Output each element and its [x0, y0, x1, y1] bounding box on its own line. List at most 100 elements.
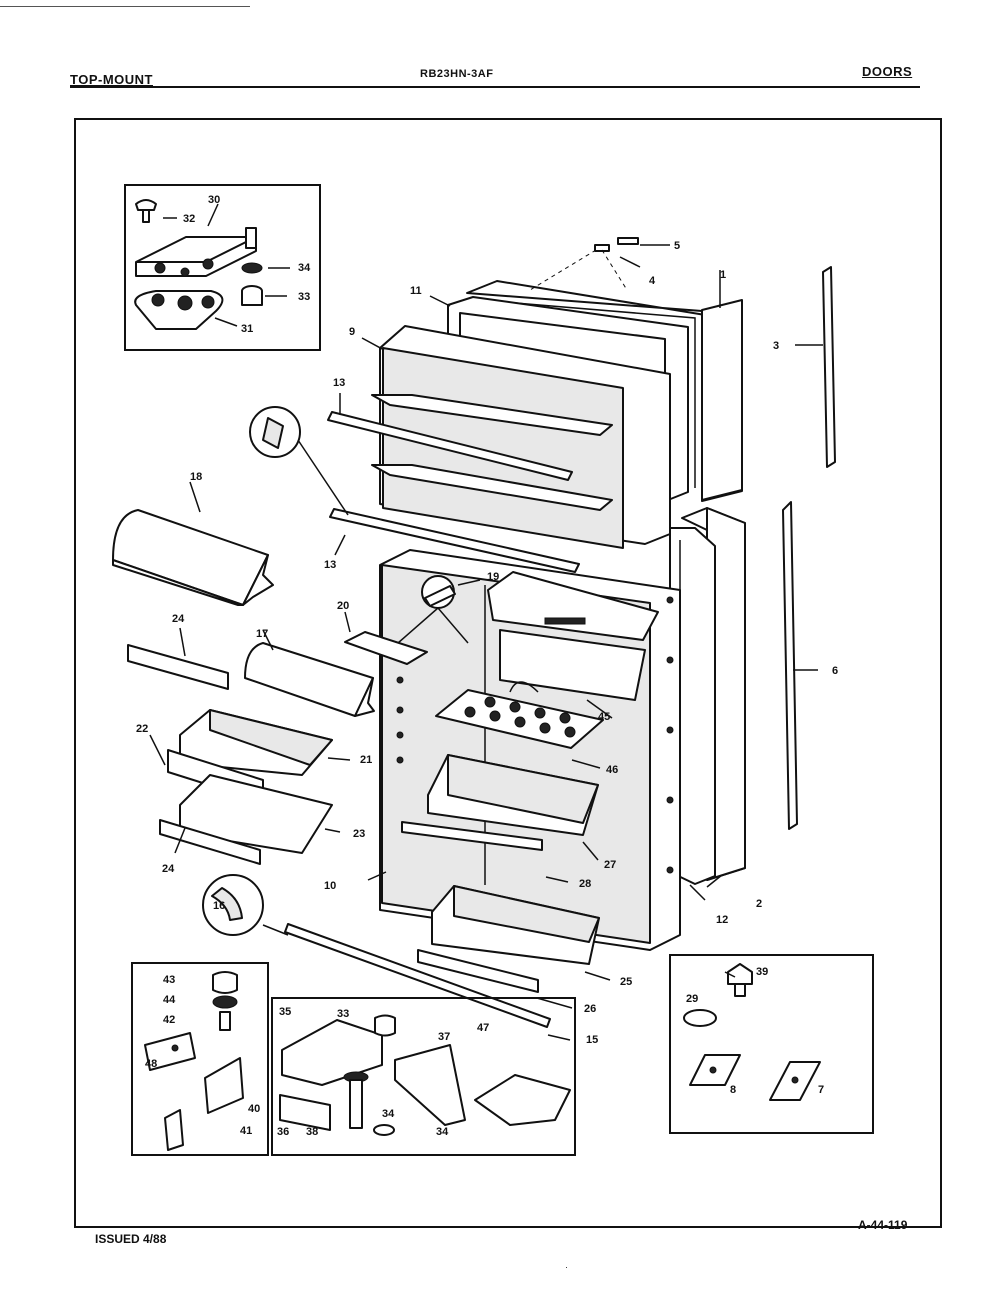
- callout-16: 16: [213, 900, 225, 912]
- shelf-17: [244, 642, 375, 717]
- callout-43: 43: [163, 974, 175, 986]
- callout-5: 5: [674, 240, 680, 252]
- right-hinge-inset-box: [669, 954, 874, 1134]
- shelf-label-24-lower: [159, 819, 261, 865]
- freezer-door-1: [466, 280, 743, 502]
- top-hinge-inset-box: [124, 184, 321, 351]
- callout-33-upper: 33: [298, 291, 310, 303]
- callout-27: 27: [604, 859, 616, 871]
- callout-17: 17: [256, 628, 268, 640]
- shelf-bin-21: [179, 709, 333, 776]
- callout-33-lower: 33: [337, 1008, 349, 1020]
- washer-34-lower: [373, 1124, 395, 1136]
- callout-35: 35: [279, 1006, 291, 1018]
- callout-39: 39: [756, 966, 768, 978]
- callout-8: 8: [730, 1084, 736, 1096]
- callout-34-lower: 34: [436, 1126, 449, 1138]
- washer-34: [241, 262, 263, 274]
- freezer-handle-trim-3: [822, 266, 836, 468]
- callout-34-mid: 34: [382, 1108, 395, 1120]
- egg-tray-46: [435, 681, 604, 749]
- callout-47: 47: [477, 1022, 489, 1034]
- hinge-48: [144, 1032, 196, 1071]
- callout-23: 23: [353, 828, 365, 840]
- bottom-bar-15: [284, 923, 551, 1028]
- door-shelf-25: [431, 885, 600, 965]
- callout-7: 7: [818, 1084, 824, 1096]
- callout-41: 41: [240, 1125, 252, 1137]
- shelf-18: [112, 509, 274, 606]
- shelf-bar-13-upper: [327, 411, 573, 481]
- shelf-label-24-upper: [127, 644, 229, 690]
- fresh-food-handle-trim-6: [782, 501, 798, 830]
- callout-24-upper: 24: [172, 613, 185, 625]
- shelf-trim-28: [401, 821, 543, 851]
- callout-2: 2: [756, 898, 762, 910]
- bushing-33-lower: [374, 1014, 396, 1037]
- callout-22: 22: [136, 723, 148, 735]
- door-shelf-27: [427, 754, 599, 836]
- callout-9: 9: [349, 326, 355, 338]
- bracket-8: [689, 1054, 741, 1086]
- plug-5: [617, 237, 639, 245]
- callout-46: 46: [606, 764, 618, 776]
- callout-44: 44: [163, 994, 176, 1006]
- callout-34-upper: 34: [298, 262, 311, 274]
- callout-30: 30: [208, 194, 220, 206]
- leader-lines: [149, 244, 823, 1041]
- freezer-liner-9: [371, 325, 671, 549]
- callout-31: 31: [241, 323, 253, 335]
- top-hinge-30: [135, 227, 257, 277]
- shelf-trim-26: [417, 949, 539, 993]
- issued-date: ISSUED 4/88: [95, 1232, 167, 1246]
- callout-15: 15: [586, 1034, 598, 1046]
- header-section-title: DOORS: [862, 64, 913, 79]
- hinge-cap-4: [594, 244, 610, 252]
- washer-44: [212, 995, 238, 1009]
- bottom-hinge-inset-box: [131, 962, 269, 1156]
- callout-40: 40: [248, 1103, 260, 1115]
- button-29: [683, 1009, 717, 1027]
- callout-25: 25: [620, 976, 632, 988]
- callout-11: 11: [410, 285, 422, 297]
- scan-top-line: [0, 6, 250, 7]
- bar-clip-detail-circle: [249, 406, 349, 516]
- bracket-7: [769, 1061, 821, 1101]
- callout-1: 1: [720, 269, 726, 281]
- callout-4: 4: [649, 275, 656, 287]
- bracket-37: [394, 1044, 466, 1126]
- shim-31: [134, 290, 224, 330]
- scan-mark: ·: [565, 1262, 568, 1272]
- callout-24-lower: 24: [162, 863, 175, 875]
- pin-38: [343, 1071, 369, 1129]
- bushing-33: [241, 285, 263, 306]
- plate-47: [474, 1074, 571, 1126]
- liner-screw-holes: [396, 596, 674, 874]
- screw-32: [135, 199, 157, 223]
- callout-42: 42: [163, 1014, 175, 1026]
- callout-38: 38: [306, 1126, 318, 1138]
- callout-6: 6: [832, 665, 838, 677]
- screw-39: [727, 963, 753, 997]
- pin-42: [219, 1011, 231, 1031]
- header-model-number: RB23HN-3AF: [420, 68, 494, 80]
- page-code: A-44-119: [858, 1218, 908, 1232]
- callout-26: 26: [584, 1003, 596, 1015]
- callout-12: 12: [716, 914, 728, 926]
- callout-labels: 1 2 3 4 5 6 7 8 9 10 11 12 13 13 15 16 1…: [136, 194, 838, 1138]
- callout-37: 37: [438, 1031, 450, 1043]
- callout-20: 20: [337, 600, 349, 612]
- callout-10: 10: [324, 880, 336, 892]
- callout-13-lower: 13: [324, 559, 336, 571]
- callout-29: 29: [686, 993, 698, 1005]
- shelf-bar-13-lower: [329, 508, 580, 573]
- header-model-type: TOP-MOUNT: [70, 72, 153, 87]
- dairy-door-19: [397, 575, 469, 644]
- hinge-41: [164, 1109, 184, 1151]
- callout-45: 45: [598, 711, 610, 723]
- hinge-40: [204, 1057, 244, 1114]
- callout-13-upper: 13: [333, 377, 345, 389]
- cap-43: [212, 971, 238, 994]
- callout-36: 36: [277, 1126, 289, 1138]
